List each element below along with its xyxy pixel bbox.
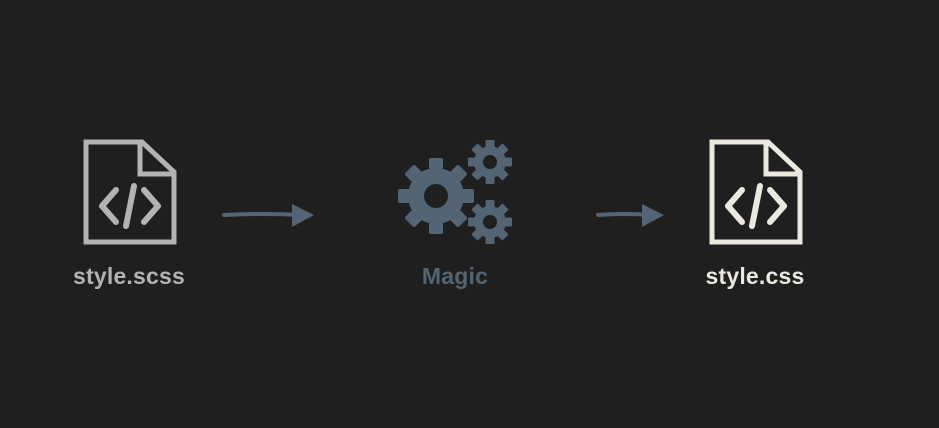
arrow-source-to-magic-icon — [222, 204, 314, 227]
arrow-magic-to-output-icon — [596, 204, 664, 227]
source-file-label: style.scss — [73, 263, 185, 289]
output-file-label: style.css — [705, 263, 805, 289]
source-file-icon — [83, 139, 177, 245]
gears-icon — [398, 140, 512, 244]
process-label: Magic — [421, 263, 489, 289]
output-file-icon — [709, 139, 803, 245]
